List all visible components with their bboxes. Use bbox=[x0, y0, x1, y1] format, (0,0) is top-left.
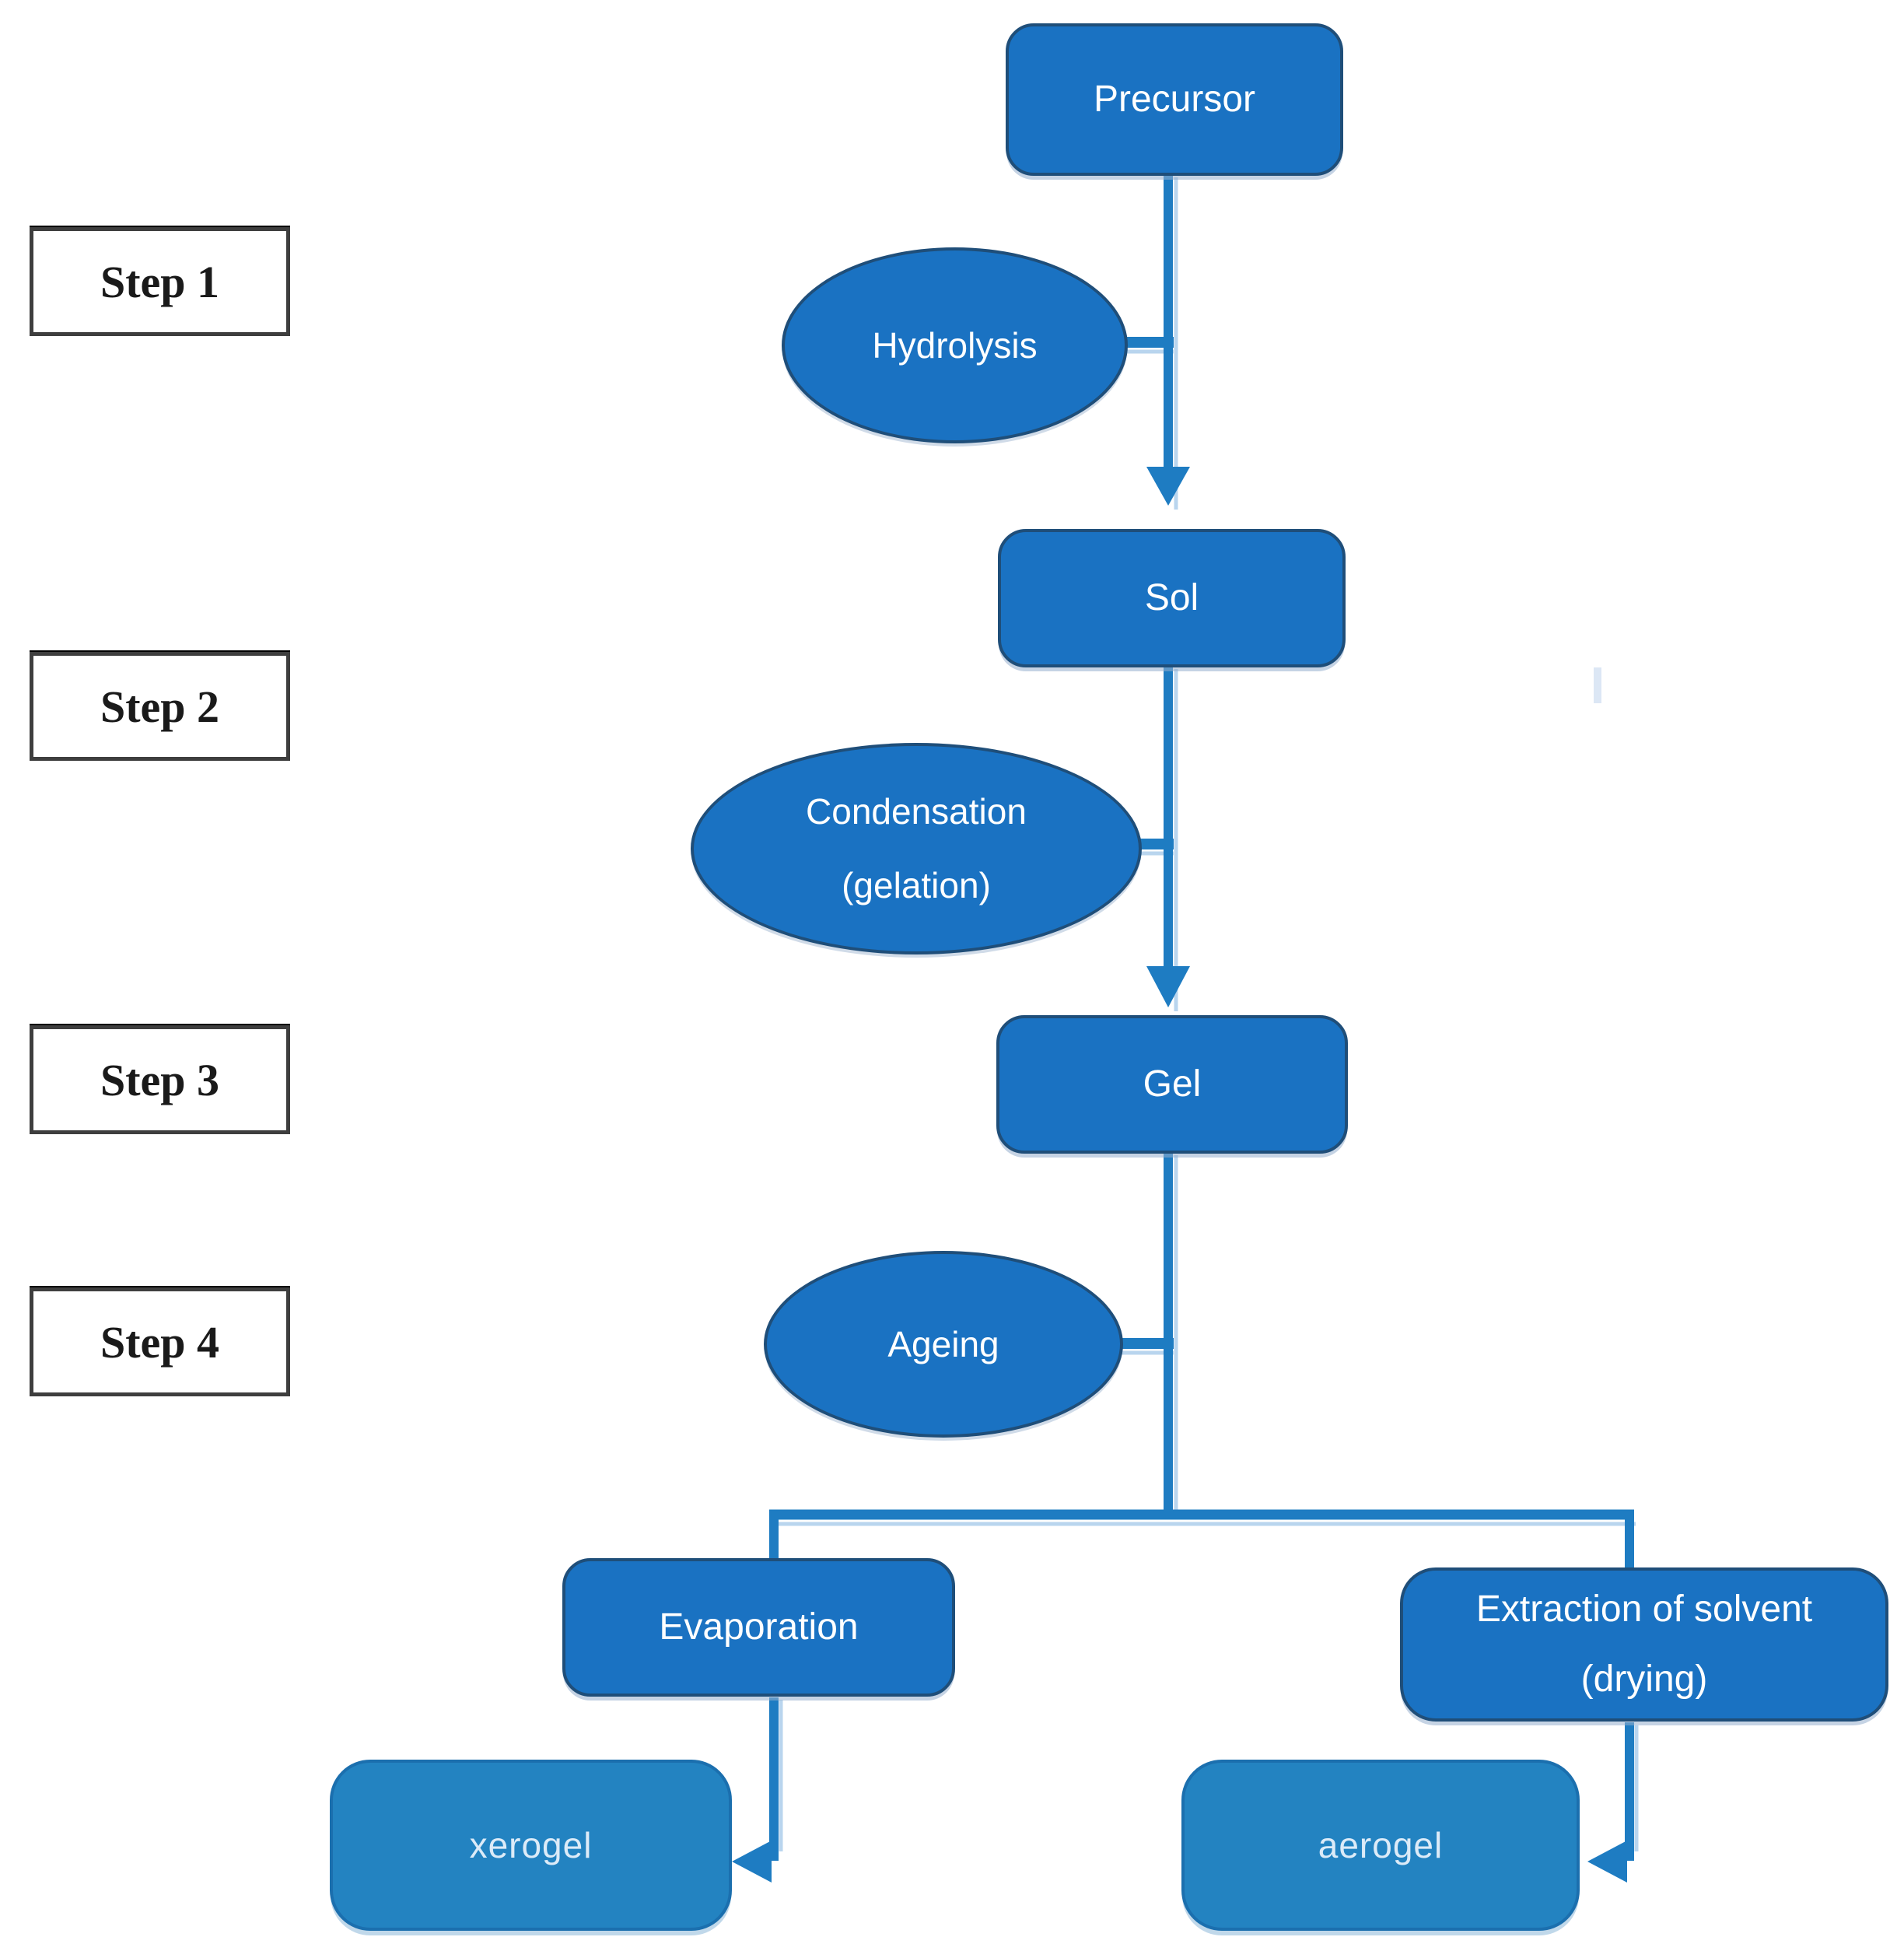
step-4-text: Step 4 bbox=[100, 1316, 220, 1368]
arrowhead-xerogel bbox=[732, 1841, 772, 1883]
node-extraction-line2: (drying) bbox=[1580, 1659, 1708, 1700]
step-1-label: Step 1 bbox=[30, 227, 290, 336]
node-hydrolysis: Hydrolysis bbox=[782, 247, 1128, 443]
node-extraction-of-solvent: Extraction of solvent (drying) bbox=[1400, 1567, 1888, 1722]
node-condensation-line2: (gelation) bbox=[842, 865, 991, 905]
step-2-text: Step 2 bbox=[100, 681, 220, 732]
step-3-text: Step 3 bbox=[100, 1054, 220, 1105]
node-condensation: Condensation (gelation) bbox=[691, 743, 1142, 954]
node-evaporation-label: Evaporation bbox=[659, 1606, 859, 1648]
node-precursor: Precursor bbox=[1006, 23, 1343, 176]
node-ageing: Ageing bbox=[764, 1251, 1123, 1438]
node-gel-label: Gel bbox=[1143, 1063, 1202, 1105]
node-precursor-label: Precursor bbox=[1093, 79, 1256, 121]
step-3-label: Step 3 bbox=[30, 1025, 290, 1134]
stray-artifact-mark bbox=[1594, 667, 1601, 703]
node-gel: Gel bbox=[996, 1015, 1348, 1154]
node-aerogel: aerogel bbox=[1181, 1760, 1580, 1931]
node-sol: Sol bbox=[998, 529, 1346, 667]
arrowhead-sol bbox=[1146, 467, 1190, 506]
step-4-label: Step 4 bbox=[30, 1287, 290, 1396]
node-aerogel-label: aerogel bbox=[1318, 1824, 1444, 1865]
node-condensation-line1: Condensation bbox=[806, 791, 1027, 832]
step-1-text: Step 1 bbox=[100, 256, 220, 307]
node-ageing-label: Ageing bbox=[887, 1323, 999, 1364]
node-hydrolysis-label: Hydrolysis bbox=[872, 324, 1038, 366]
node-xerogel: xerogel bbox=[330, 1760, 732, 1931]
node-evaporation: Evaporation bbox=[562, 1558, 955, 1697]
node-extraction-line1: Extraction of solvent bbox=[1475, 1588, 1813, 1630]
arrowhead-gel bbox=[1146, 966, 1190, 1007]
node-xerogel-label: xerogel bbox=[469, 1824, 593, 1865]
node-sol-label: Sol bbox=[1144, 577, 1199, 619]
step-2-label: Step 2 bbox=[30, 652, 290, 761]
arrowhead-aerogel bbox=[1587, 1841, 1627, 1883]
